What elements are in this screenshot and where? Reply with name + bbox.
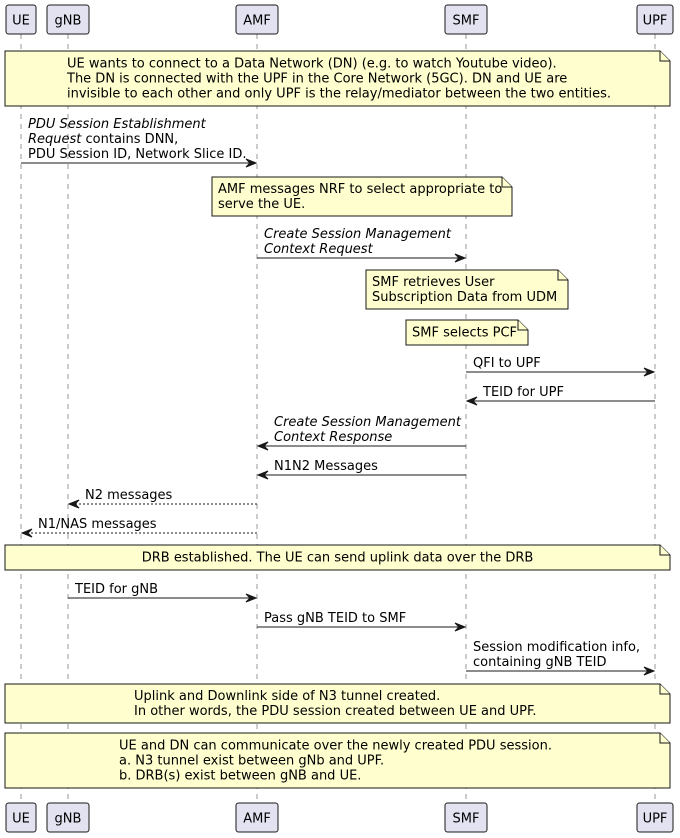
note-5-fold: [517, 320, 528, 331]
note-17-line-1: a. N3 tunnel exist between gNb and UPF.: [119, 754, 384, 769]
message-9-arrowhead: [256, 470, 269, 480]
note-2-line-1: serve the UE.: [218, 197, 305, 212]
participant-box-upf-bottom: [636, 802, 674, 833]
message-11-arrowhead: [20, 528, 33, 538]
note-12-line-0: DRB established. The UE can send uplink …: [142, 551, 534, 566]
message-7-arrowhead: [465, 396, 478, 406]
participant-box-upf-top: [636, 4, 674, 35]
note-0-line-0: UE wants to connect to a Data Network (D…: [67, 57, 557, 72]
message-8-line-1-part-0: Context Response: [274, 430, 392, 445]
note-2-line-0: AMF messages NRF to select appropriate t…: [218, 182, 502, 197]
participant-label-amf-bottom: AMF: [243, 812, 271, 827]
participant-box-smf-bottom: [444, 802, 488, 833]
note-4-line-0: SMF retrieves User: [372, 275, 495, 290]
note-17-line-2: b. DRB(s) exist between gNB and UE.: [119, 769, 361, 784]
note-16-line-0: Uplink and Downlink side of N3 tunnel cr…: [134, 689, 440, 704]
message-6-arrowhead: [643, 367, 656, 377]
message-1-line-1-part-0: Request: [28, 132, 82, 147]
note-0-line-1: The DN is connected with the UPF in the …: [66, 72, 567, 87]
participant-label-gnb-bottom: gNB: [55, 812, 82, 827]
note-5-line-0: SMF selects PCF: [412, 326, 517, 341]
note-2-fold: [501, 177, 512, 188]
message-3-line-1: Context Request: [264, 242, 374, 257]
message-3-arrowhead: [454, 253, 467, 263]
message-15-line-0-part-0: Session modification info,: [473, 640, 640, 655]
note-5: [405, 319, 529, 346]
message-9-line-0-part-0: N1N2 Messages: [274, 459, 378, 474]
message-1-line-0-part-0: PDU Session Establishment: [28, 117, 207, 132]
participant-label-amf-top: AMF: [243, 14, 271, 29]
message-3-line-0: Create Session Management: [264, 227, 452, 242]
message-1-line-1: Request contains DNN,: [28, 132, 178, 147]
message-9-line-0: N1N2 Messages: [274, 459, 378, 474]
participant-label-ue-top: UE: [12, 14, 30, 29]
message-15-line-1-part-0: containing gNB TEID: [473, 655, 607, 670]
participant-label-smf-bottom: SMF: [453, 812, 480, 827]
message-10-line-0: N2 messages: [85, 488, 173, 503]
participant-label-upf-bottom: UPF: [643, 812, 668, 827]
participant-label-gnb-top: gNB: [55, 14, 82, 29]
message-1-line-2-part-0: PDU Session ID, Network Slice ID.: [28, 147, 246, 162]
message-1-line-2: PDU Session ID, Network Slice ID.: [28, 147, 246, 162]
participant-box-ue-top: [5, 4, 37, 35]
participant-box-amf-top: [235, 4, 279, 35]
message-1-line-0: PDU Session Establishment: [28, 117, 207, 132]
message-8-line-0-part-0: Create Session Management: [274, 415, 462, 430]
message-13-line-0: TEID for gNB: [74, 582, 158, 597]
note-16-fold: [659, 684, 670, 695]
message-10-line-0-part-0: N2 messages: [85, 488, 173, 503]
message-8-line-0: Create Session Management: [274, 415, 462, 430]
message-6-line-0-part-0: QFI to UPF: [473, 356, 541, 371]
message-11-line-0-part-0: N1/NAS messages: [38, 517, 157, 532]
note-16: [4, 683, 671, 724]
note-17: [4, 732, 671, 789]
message-13-arrowhead: [245, 593, 258, 603]
participant-box-gnb-bottom: [46, 802, 90, 833]
note-4-line-1: Subscription Data from UDM: [372, 290, 557, 305]
message-14-arrowhead: [454, 622, 467, 632]
message-3-line-0-part-0: Create Session Management: [264, 227, 452, 242]
note-0-line-2: invisible to each other and only UPF is …: [67, 87, 611, 102]
message-8-arrowhead: [256, 441, 269, 451]
message-7-line-0-part-0: TEID for UPF: [482, 385, 564, 400]
message-15-line-1: containing gNB TEID: [473, 655, 607, 670]
message-15-line-0: Session modification info,: [473, 640, 640, 655]
message-6-line-0: QFI to UPF: [473, 356, 541, 371]
message-15-arrowhead: [643, 666, 656, 676]
message-1-line-1-part-1: contains DNN,: [81, 132, 178, 147]
participant-box-amf-bottom: [235, 802, 279, 833]
message-14-line-0: Pass gNB TEID to SMF: [264, 611, 406, 626]
message-13-line-0-part-0: TEID for gNB: [74, 582, 158, 597]
message-10-arrowhead: [67, 499, 80, 509]
note-0: [4, 50, 671, 107]
note-17-line-0: UE and DN can communicate over the newly…: [119, 739, 552, 754]
message-7-line-0: TEID for UPF: [482, 385, 564, 400]
participant-label-ue-bottom: UE: [12, 812, 30, 827]
note-2: [211, 176, 513, 217]
message-1-arrowhead: [245, 158, 258, 168]
participant-box-smf-top: [444, 4, 488, 35]
message-14-line-0-part-0: Pass gNB TEID to SMF: [264, 611, 406, 626]
participant-label-smf-top: SMF: [453, 14, 480, 29]
message-8-line-1: Context Response: [274, 430, 392, 445]
note-0-fold: [659, 51, 670, 62]
message-3-line-1-part-0: Context Request: [264, 242, 374, 257]
note-12: [4, 544, 671, 571]
note-17-fold: [659, 733, 670, 744]
message-11-line-0: N1/NAS messages: [38, 517, 157, 532]
note-4-fold: [557, 270, 568, 281]
note-16-line-1: In other words, the PDU session created …: [134, 704, 537, 719]
note-12-fold: [659, 545, 670, 556]
note-4: [365, 269, 569, 310]
participant-box-ue-bottom: [5, 802, 37, 833]
participant-box-gnb-top: [46, 4, 90, 35]
participant-label-upf-top: UPF: [643, 14, 668, 29]
